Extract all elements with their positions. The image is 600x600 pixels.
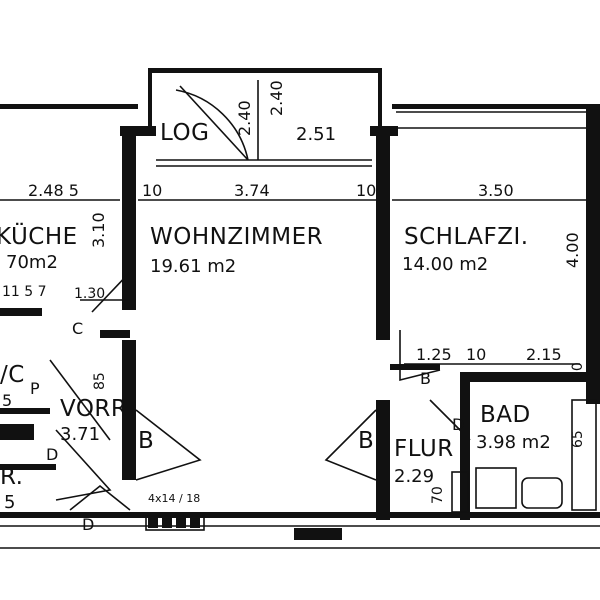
r-door-swing (55, 429, 112, 501)
living-door-swing-right (324, 409, 377, 481)
dim-wall-right: 10 (356, 181, 376, 200)
door-mark-d-1: D (46, 445, 58, 464)
flur-area: 2.29 (394, 466, 434, 487)
loggia-wall-left (148, 68, 152, 128)
stair-label: 4x14 / 18 (148, 492, 200, 505)
kueche-area: 70m2 (6, 252, 58, 273)
dim-wohnzimmer-width: 3.74 (234, 181, 270, 200)
loggia-door-arc (175, 89, 249, 161)
door-mark-d-3: D (82, 515, 94, 534)
top-wall-right (392, 104, 592, 109)
bad-area: 3.98 m2 (476, 432, 551, 453)
wall-wc-bottom (0, 408, 50, 414)
dim-flur-2: 10 (466, 345, 486, 364)
bathtub-fixture (475, 467, 517, 509)
loggia-wall-right (378, 68, 382, 128)
door-mark-b-1: B (138, 428, 154, 454)
wc-name: /C (0, 362, 25, 388)
wall-kitchen-living (122, 130, 136, 310)
wall-flur-top (390, 364, 440, 370)
washbasin-fixture (521, 477, 563, 509)
bad-door-swing (429, 399, 471, 441)
wall-bad-left (460, 372, 470, 520)
dim-vorr-left: 5 (2, 391, 12, 410)
dim-schlafzimmer-width: 3.50 (478, 181, 514, 200)
dim-bad-vert: 65 (570, 430, 586, 448)
dim-kueche-sub2: 1.30 (74, 286, 105, 302)
wall-bad-top (460, 372, 600, 382)
schlafzimmer-area: 14.00 m2 (402, 254, 488, 275)
wohnzimmer-name: WOHNZIMMER (150, 224, 323, 250)
top-wall-left (0, 104, 138, 109)
dim-schlafzimmer-height: 4.00 (563, 232, 582, 268)
kueche-name: KÜCHE (0, 222, 78, 250)
dim-flur-3: 2.15 (526, 345, 562, 364)
dim-flur-vert: 70 (430, 486, 446, 504)
door-mark-b-3: B (420, 369, 431, 388)
wall-vorr-living (122, 340, 136, 480)
vorr-door-swing (49, 359, 111, 441)
loggia-name: LOG (160, 120, 209, 146)
abstell-name: R. (0, 464, 23, 490)
dim-wall-left: 10 (142, 181, 162, 200)
flur-door-swing (399, 330, 441, 382)
loggia-door-swing (179, 85, 249, 161)
door-mark-d-2: D (452, 415, 464, 434)
dim-flur-1: 1.25 (416, 345, 452, 364)
wall-kitchen-bottom-2 (100, 330, 130, 338)
bad-name: BAD (480, 402, 531, 428)
dim-kueche-height: 3.10 (89, 212, 108, 248)
abstell-area: 5 (4, 492, 15, 513)
dim-vorr-vert: 85 (92, 372, 108, 390)
dim-kueche-sub: 11 5 7 (2, 284, 47, 300)
dim-kueche-width: 2.48 5 (28, 181, 79, 200)
wall-right (586, 104, 600, 404)
kitchen-door-swing (91, 269, 133, 313)
door-mark-p: P (30, 379, 40, 398)
loggia-area: 2.51 (296, 124, 336, 145)
schlafzimmer-name: SCHLAFZI. (404, 224, 529, 250)
loggia-wall-top (148, 68, 382, 73)
vorraum-name: VORR (60, 396, 127, 422)
wall-living-bedroom (376, 130, 390, 340)
wall-kitchen-bottom (0, 308, 42, 316)
dim-loggia-h1: 2.40 (235, 100, 254, 136)
living-door-swing-left (135, 409, 202, 481)
dim-bad-edge: 10 (570, 362, 586, 380)
bottom-wall (0, 512, 600, 518)
entry-door-swing (69, 484, 131, 511)
flur-name: FLUR (394, 436, 454, 462)
wohnzimmer-area: 19.61 m2 (150, 256, 236, 277)
wall-r-top (0, 464, 56, 470)
door-mark-c: C (72, 319, 83, 338)
flur-cabinet (451, 471, 469, 513)
vorraum-area: 3.71 (60, 424, 100, 445)
top-wall-mid-left (120, 126, 156, 136)
door-mark-b-2: B (358, 428, 374, 454)
bad-shower-fixture (571, 399, 597, 511)
wc-fixture (0, 424, 34, 440)
wall-living-flur (376, 400, 390, 520)
stair-symbol (145, 515, 342, 540)
dim-loggia-h2: 2.40 (267, 80, 286, 116)
